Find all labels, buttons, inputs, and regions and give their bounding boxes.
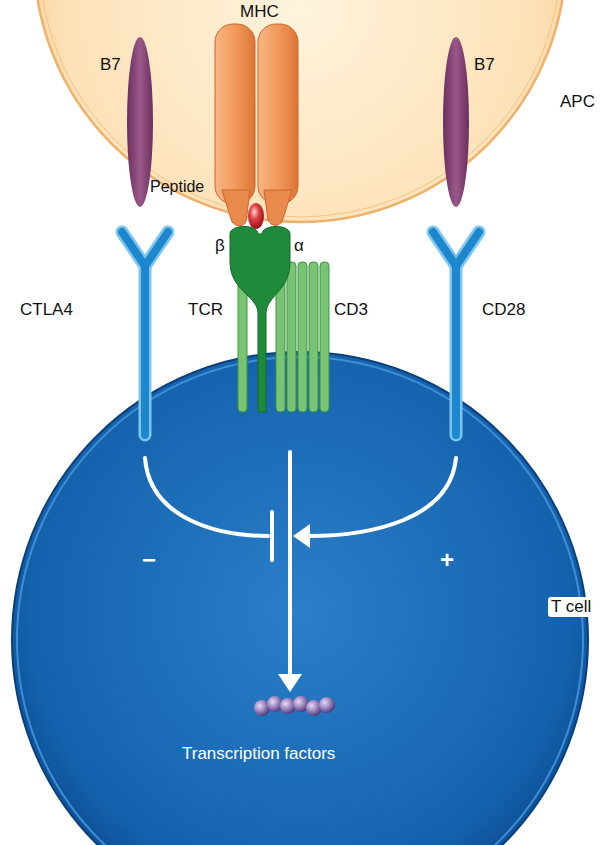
cell-membrane (12, 352, 588, 845)
cell-membrane (34, 0, 566, 222)
peptide (248, 203, 264, 229)
sign-label: − (142, 546, 156, 574)
b7-molecule (443, 37, 469, 207)
tcr (230, 227, 290, 413)
chain-label: α (294, 236, 304, 256)
node-label: T cell (548, 597, 594, 617)
molecule-label: TCR (188, 300, 223, 320)
molecule-label: CTLA4 (20, 300, 73, 320)
cell-membrane (39, 0, 561, 217)
cell-membrane (17, 357, 583, 845)
molecule-label: MHC (240, 2, 279, 22)
node-label: Transcription factors (182, 744, 335, 764)
node-outline (10, 350, 590, 845)
node-label: APC (560, 92, 595, 112)
molecule-label: B7 (474, 55, 495, 75)
molecule-label: CD3 (334, 300, 368, 320)
molecule-label: CD28 (482, 300, 525, 320)
node-outline (31, 0, 569, 225)
molecule-label: Peptide (150, 178, 204, 196)
chain-label: β (215, 236, 225, 256)
b7-molecule (127, 37, 153, 207)
sign-label: + (440, 546, 454, 574)
apc-cell: APC (31, 0, 569, 225)
t-cell: Transcription factorsT cell (10, 350, 590, 845)
molecule-label: B7 (100, 55, 121, 75)
